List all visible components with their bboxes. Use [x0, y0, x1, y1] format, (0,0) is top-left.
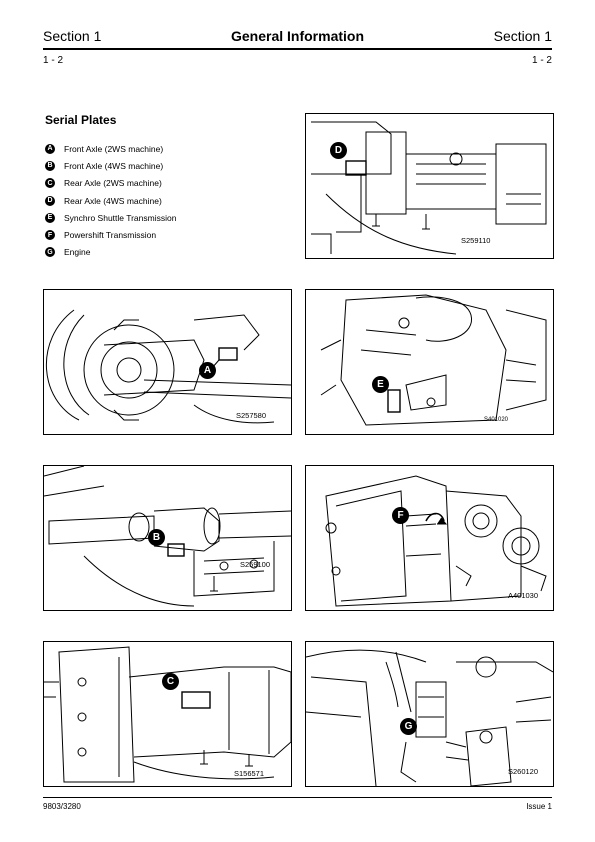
legend-item: A Front Axle (2WS machine) — [45, 140, 176, 157]
legend-text: Rear Axle (2WS machine) — [64, 178, 162, 189]
header-title: General Information — [230, 28, 365, 44]
figure-code: S156571 — [234, 769, 265, 778]
legend-key-badge: E — [45, 212, 55, 223]
figure-front-axle-4ws: B S259100 — [43, 465, 292, 611]
synchro-shuttle-illustration — [320, 294, 547, 426]
header-rule — [43, 48, 552, 50]
legend-key-badge: G — [45, 247, 55, 258]
footer-rule — [43, 797, 552, 798]
header-section-right: Section 1 — [493, 28, 552, 44]
figure-callout: D — [330, 142, 347, 159]
figure-front-axle-2ws: A S257580 — [43, 289, 292, 435]
figure-code: S259100 — [240, 560, 271, 569]
header-section-left: Section 1 — [43, 28, 102, 44]
engine-illustration — [306, 649, 553, 786]
rear-axle-4ws-illustration — [311, 121, 547, 255]
figure-callout: E — [372, 376, 389, 393]
legend-key-badge: B — [45, 160, 55, 171]
section-title: Serial Plates — [45, 113, 117, 127]
figure-synchro-shuttle: E S401020 — [305, 289, 554, 435]
rear-axle-2ws-illustration — [44, 646, 291, 783]
figure-rear-axle-4ws: D S259110 — [305, 113, 554, 259]
legend-item: F Powershift Transmission — [45, 226, 176, 243]
figure-powershift: F A401030 — [305, 465, 554, 611]
legend-item: C Rear Axle (2WS machine) — [45, 175, 176, 192]
legend-key-badge: C — [45, 178, 55, 189]
legend-key-badge: D — [45, 195, 55, 206]
front-axle-2ws-illustration — [45, 309, 291, 424]
issue-number: Issue 1 — [526, 802, 552, 811]
legend-text: Front Axle (2WS machine) — [64, 143, 164, 154]
document-number: 9803/3280 — [43, 802, 81, 811]
serial-plate-legend: A Front Axle (2WS machine) B Front Axle (4… — [45, 140, 176, 261]
figure-engine: G S260120 — [305, 641, 554, 787]
figure-code: S401020 — [484, 417, 509, 423]
legend-text: Rear Axle (4WS machine) — [64, 195, 162, 206]
powershift-illustration — [325, 475, 547, 607]
front-axle-4ws-illustration — [44, 466, 291, 607]
legend-key-badge: F — [45, 230, 55, 241]
legend-item: D Rear Axle (4WS machine) — [45, 192, 176, 209]
figure-callout: G — [400, 718, 417, 735]
figure-callout: F — [392, 507, 409, 524]
legend-text: Powershift Transmission — [64, 230, 157, 241]
legend-item: B Front Axle (4WS machine) — [45, 157, 176, 174]
legend-text: Synchro Shuttle Transmission — [64, 212, 177, 223]
figure-code: S259110 — [461, 236, 491, 245]
page-number-right: 1 - 2 — [531, 55, 552, 66]
figure-rear-axle-2ws: C S156571 — [43, 641, 292, 787]
figure-callout: B — [148, 529, 165, 546]
figure-callout: A — [199, 362, 216, 379]
legend-item: G Engine — [45, 244, 176, 261]
legend-text: Front Axle (4WS machine) — [64, 160, 164, 171]
legend-item: E Synchro Shuttle Transmission — [45, 209, 176, 226]
page-number-left: 1 - 2 — [43, 55, 64, 66]
figure-code: S257580 — [236, 411, 267, 420]
legend-key-badge: A — [45, 143, 55, 154]
figure-code: A401030 — [508, 591, 539, 600]
legend-text: Engine — [64, 247, 91, 258]
figure-callout: C — [162, 673, 179, 690]
figure-code: S260120 — [508, 767, 539, 776]
